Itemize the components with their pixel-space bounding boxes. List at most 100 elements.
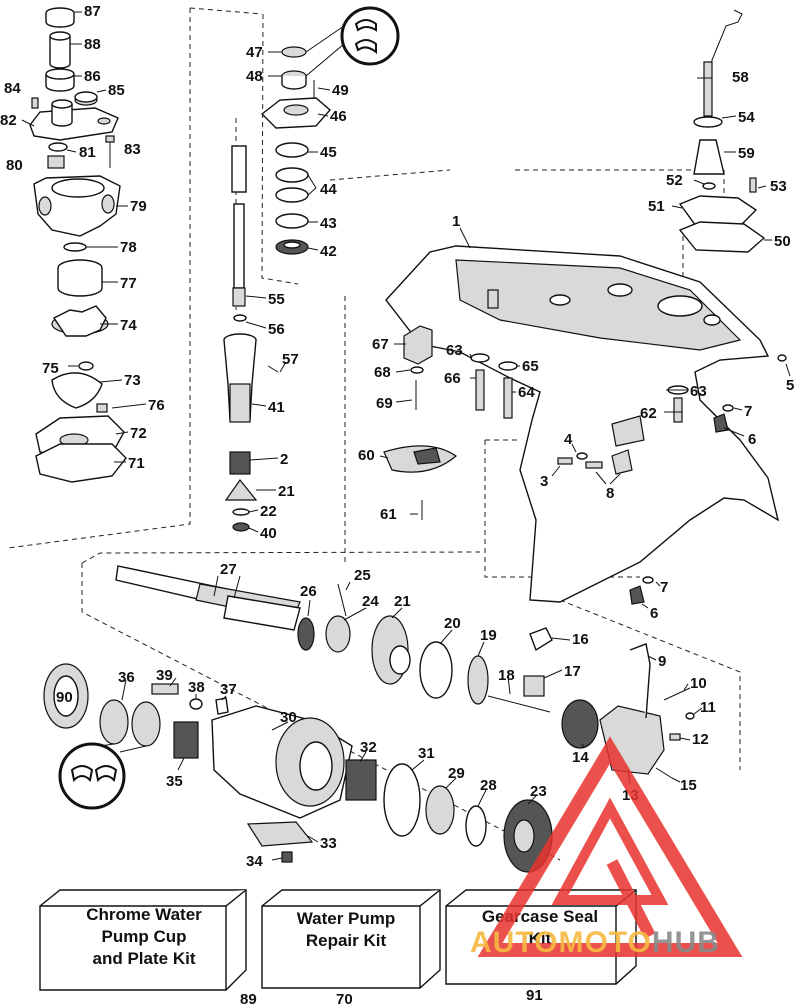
label-52: 52 [666,172,683,189]
label-80: 80 [6,157,23,174]
detail-callout-bottom [58,742,147,810]
watermark-text-hub: HUB [652,926,720,959]
label-4: 4 [564,431,573,448]
label-8: 8 [606,485,614,502]
label-37: 37 [220,681,237,698]
label-66: 66 [444,370,461,387]
label-50: 50 [774,233,791,250]
svg-text:AUTOMOTOHUB: AUTOMOTOHUB [470,926,720,959]
leader-lines [21,11,791,861]
label-90: 90 [56,689,73,706]
label-12: 12 [692,731,709,748]
label-36: 36 [118,669,135,686]
label-85: 85 [108,82,125,99]
kit-89-line-3: and Plate Kit [93,949,196,968]
kit-89-line-1: Chrome Water [86,905,202,924]
label-86: 86 [84,68,101,85]
label-84: 84 [4,80,21,97]
label-59: 59 [738,145,755,162]
label-48: 48 [246,68,263,85]
label-7b: 7 [660,579,668,596]
label-43: 43 [320,215,337,232]
label-64: 64 [518,384,535,401]
label-3: 3 [540,473,548,490]
kit-70-line-1: Water Pump [297,909,396,928]
label-16: 16 [572,631,589,648]
label-38: 38 [188,679,205,696]
label-65: 65 [522,358,539,375]
label-69: 69 [376,395,393,412]
detail-callout-top [305,6,400,77]
label-5: 5 [786,377,794,394]
water-pump-parts [29,7,127,483]
label-42: 42 [320,243,337,260]
label-31: 31 [418,745,435,762]
label-63: 63 [446,342,463,359]
label-79: 79 [130,198,147,215]
label-11: 11 [700,699,716,716]
label-71: 71 [128,455,145,472]
label-44: 44 [320,181,337,198]
label-14: 14 [572,749,589,766]
kit-89-line-2: Pump Cup [102,927,187,946]
label-24: 24 [362,593,379,610]
label-28: 28 [480,777,497,794]
label-72: 72 [130,425,147,442]
label-39: 39 [156,667,173,684]
label-23: 23 [530,783,547,800]
kit-70-number: 70 [336,991,353,1008]
label-47: 47 [246,44,263,61]
label-45: 45 [320,144,337,161]
label-10: 10 [690,675,707,692]
label-56: 56 [268,321,285,338]
label-74: 74 [120,317,137,334]
label-81: 81 [79,144,96,161]
label-9: 9 [658,653,666,670]
label-68: 68 [374,364,391,381]
label-63b: 63 [690,383,707,400]
kit-box-chrome-water-pump-cup: Chrome Water Pump Cup and Plate Kit 89 [39,889,257,1008]
label-61: 61 [380,506,397,523]
label-87: 87 [84,3,101,20]
watermark-text-automoto: AUTOMOTO [470,926,652,959]
label-2: 2 [280,451,288,468]
label-21-top: 21 [278,483,295,500]
label-46: 46 [330,108,347,125]
label-21-mid: 21 [394,593,411,610]
watermark-text: AUTOMOTOHUB [470,926,720,959]
label-17: 17 [564,663,581,680]
label-77: 77 [120,275,137,292]
label-7: 7 [744,403,752,420]
label-53: 53 [770,178,787,195]
label-88: 88 [84,36,101,53]
label-22: 22 [260,503,277,520]
label-41: 41 [268,399,285,416]
label-15: 15 [680,777,697,794]
label-26: 26 [300,583,317,600]
label-35: 35 [166,773,183,790]
label-1: 1 [452,213,460,230]
label-60: 60 [358,447,375,464]
watermark-logo [477,736,743,957]
label-32: 32 [360,739,377,756]
label-33: 33 [320,835,337,852]
label-78: 78 [120,239,137,256]
label-27: 27 [220,561,237,578]
label-30: 30 [280,709,297,726]
label-18: 18 [498,667,515,684]
label-40: 40 [260,525,277,542]
label-29: 29 [448,765,465,782]
label-19: 19 [480,627,497,644]
label-73: 73 [124,372,141,389]
label-54: 54 [738,109,755,126]
shift-rod-parts [678,9,766,253]
part-labels: 87 88 86 84 85 82 81 83 80 79 78 77 74 7… [0,3,794,870]
label-51: 51 [648,198,665,215]
label-49: 49 [332,82,349,99]
driveshaft-parts [223,46,331,532]
kit-70-line-2: Repair Kit [306,931,387,950]
label-20: 20 [444,615,461,632]
kit-91-number: 91 [526,987,543,1004]
label-57: 57 [282,351,299,368]
